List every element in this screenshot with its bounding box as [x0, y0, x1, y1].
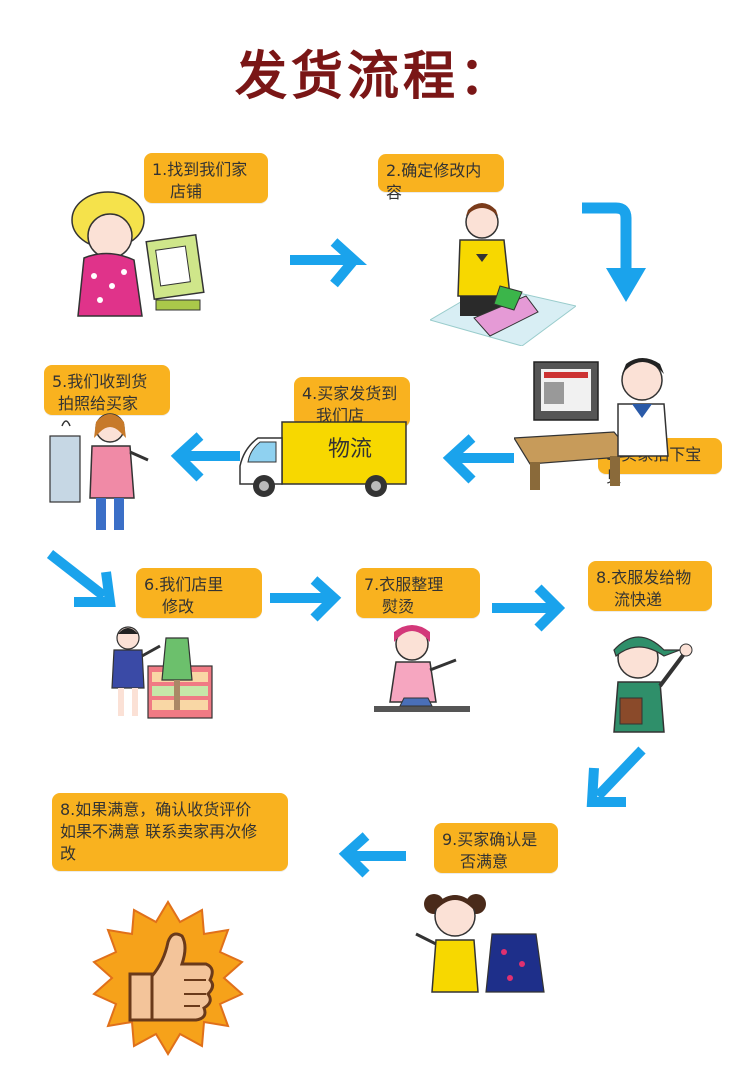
arrow-right-icon	[290, 238, 368, 288]
step-7-line2: 熨烫	[382, 597, 415, 616]
step-4-line1: 4.买家发货到	[302, 384, 398, 403]
step-6-box: 6.我们店里 修改	[136, 568, 262, 618]
step-5-box: 5.我们收到货 拍照给买家	[44, 365, 170, 415]
step-9-line1: 9.买家确认是	[442, 830, 538, 849]
staff-photographing-clothes-illustration	[49, 413, 149, 530]
step-10-line2: 如果不满意 联系卖家再次修	[60, 822, 258, 841]
step-2-box: 2.确定修改内容	[378, 154, 504, 202]
arrow-left-icon	[442, 434, 514, 484]
step-4-box: 4.买家发货到 我们店	[294, 377, 410, 427]
step-6-line1: 6.我们店里	[144, 575, 224, 594]
step-4-line2: 我们店	[316, 406, 365, 425]
truck-label: 物流	[328, 437, 372, 462]
arrow-right-icon	[492, 584, 566, 632]
buyer-at-computer-illustration	[514, 358, 669, 490]
arrow-down-right-icon	[46, 550, 116, 607]
tailor-illustration	[430, 203, 576, 346]
step-10-line1: 8.如果满意，确认收货评价	[60, 800, 252, 819]
woman-shopping-online-illustration	[71, 191, 205, 317]
step-8-line2: 流快递	[614, 590, 663, 609]
step-7-line1: 7.衣服整理	[364, 575, 444, 594]
step-9-line2: 否满意	[460, 852, 509, 871]
courier-illustration	[613, 636, 693, 733]
arrow-left-icon	[338, 832, 406, 878]
step-8-line1: 8.衣服发给物	[596, 568, 692, 587]
step-1-box: 1.找到我们家 店铺	[144, 153, 268, 203]
page-title: 发货流程：	[234, 46, 515, 107]
step-6-line2: 修改	[162, 597, 195, 616]
ironing-woman-illustration	[374, 625, 470, 712]
thumbs-up-badge-icon	[92, 900, 244, 1056]
step-1-line2: 店铺	[170, 182, 203, 201]
step-1-line1: 1.找到我们家	[152, 160, 248, 179]
step-9-box: 9.买家确认是 否满意	[434, 823, 558, 873]
step-5-line2: 拍照给买家	[58, 394, 139, 413]
step-10-line3: 改	[60, 844, 77, 863]
buyer-checking-clothes-illustration	[415, 894, 545, 993]
step-10-box: 8.如果满意，确认收货评价 如果不满意 联系卖家再次修 改	[52, 793, 288, 871]
step-8-box: 8.衣服发给物 流快递	[588, 561, 712, 611]
step-7-box: 7.衣服整理 熨烫	[356, 568, 480, 618]
arrow-turn-down-icon	[582, 202, 646, 302]
arrow-right-icon	[270, 576, 342, 622]
step-2-line1: 2.确定修改内容	[386, 161, 482, 202]
shop-tailoring-illustration	[111, 626, 213, 719]
delivery-truck-illustration: 物流	[239, 421, 407, 497]
arrow-left-icon	[170, 432, 240, 482]
arrow-down-left-icon	[586, 746, 646, 807]
step-5-line1: 5.我们收到货	[52, 372, 148, 391]
